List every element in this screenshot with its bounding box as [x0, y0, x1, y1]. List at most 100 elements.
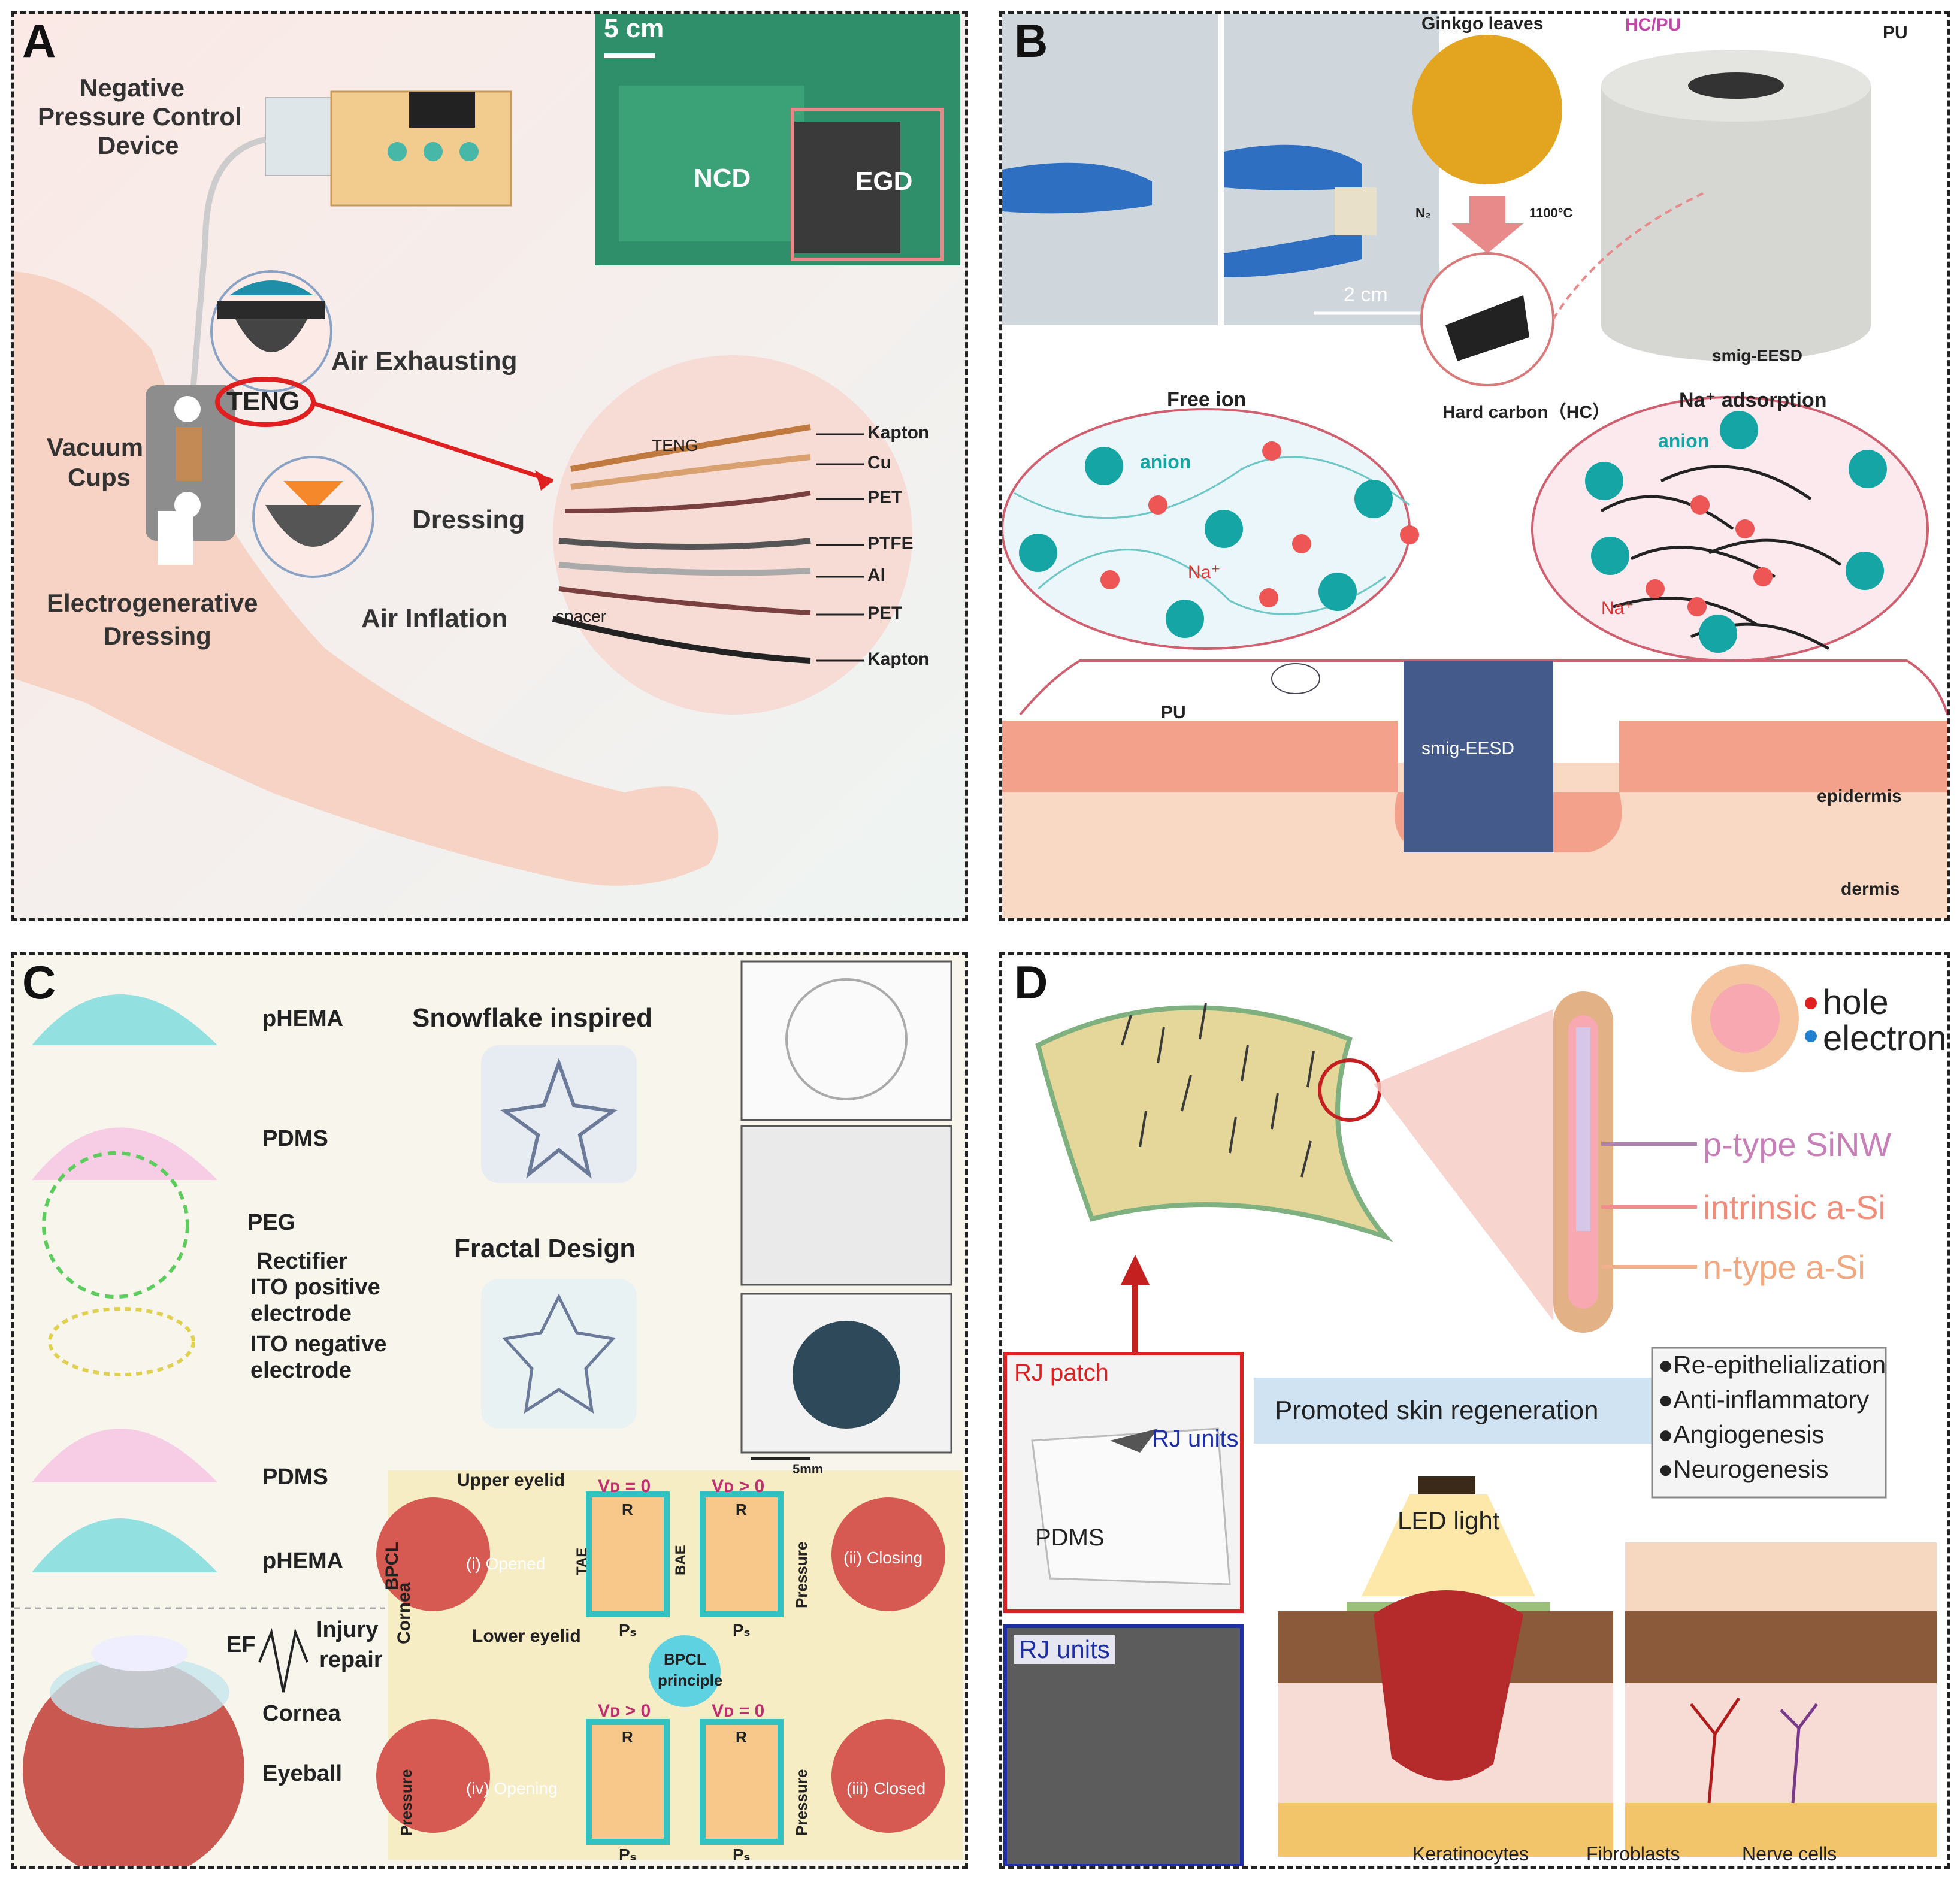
vd-pos-1: Vᴅ > 0: [712, 1476, 765, 1496]
layer-pet-1: PET: [867, 488, 903, 507]
pressure-3: Pressure: [397, 1769, 415, 1836]
state-opening: (iv) Opening: [466, 1779, 558, 1798]
injury-label-2: repair: [319, 1647, 383, 1672]
skin-fat-left: [1278, 1803, 1613, 1857]
principle-cycle: [649, 1635, 721, 1707]
layer-rectifier: Rectifier: [256, 1249, 348, 1274]
circuit-4: [700, 1719, 784, 1845]
layer-ptfe: PTFE: [867, 534, 914, 553]
promoted-arrow: [1254, 1378, 1775, 1444]
ginkgo-label: Ginkgo leaves: [1421, 14, 1544, 34]
layer-ito-positive: ITO positive: [250, 1275, 380, 1300]
teng-layers-detail: [553, 355, 912, 715]
epidermis-label: epidermis: [1817, 786, 1902, 806]
dressing-label: Dressing: [412, 505, 525, 534]
snowflake-label: Snowflake inspired: [412, 1003, 652, 1033]
smig-eesd-implant: [1404, 661, 1553, 852]
layer-phema-bottom: pHEMA: [262, 1548, 344, 1574]
ito-ellipse: [48, 1307, 195, 1376]
benefits-box: [1651, 1347, 1887, 1499]
arm-shape: [14, 271, 718, 886]
circuit-2: [700, 1491, 784, 1617]
benefit-2: ●Anti-inflammatory: [1658, 1385, 1870, 1414]
dermis-label: dermis: [1841, 879, 1900, 899]
na-right-label: Na⁺: [1601, 598, 1634, 618]
wound: [1374, 1590, 1523, 1781]
smig-eesd-top-label: smig-EESD: [1712, 346, 1802, 365]
scale-bar-2cm: 2 cm: [1344, 283, 1388, 306]
eye-closed: [831, 1719, 945, 1833]
pdms-label: PDMS: [1035, 1524, 1105, 1551]
eye-closing: [831, 1497, 945, 1611]
pu-top-label: PU: [1883, 23, 1908, 43]
ginkgo-circle: [1412, 35, 1562, 184]
panel-b-illustration: [1002, 14, 1947, 918]
panel-c-letter: C: [22, 956, 56, 1009]
smig-eesd-bottom-label: smig-EESD: [1421, 739, 1515, 758]
fractal-label: Fractal Design: [454, 1234, 636, 1263]
phema-bottom-shape: [32, 1518, 217, 1572]
layer-phema-top: pHEMA: [262, 1006, 344, 1031]
air-exhausting-label: Air Exhausting: [331, 346, 518, 376]
free-ion-label: Free ion: [1167, 388, 1247, 411]
electrogenerative-line1: Electrogenerative: [47, 589, 258, 617]
vd-zero-1: Vᴅ = 0: [598, 1476, 651, 1496]
state-closed: (iii) Closed: [846, 1779, 926, 1798]
panel-d-letter: D: [1014, 956, 1048, 1009]
layer-pdms-top: PDMS: [262, 1126, 328, 1151]
air-inflation-label: Air Inflation: [361, 604, 508, 633]
temperature-label: 1100°C: [1529, 205, 1573, 220]
teng-label: TENG: [226, 386, 300, 416]
scale-bar-label: 5 cm: [604, 14, 664, 43]
principle-label-2: principle: [658, 1671, 723, 1689]
nanowires: [1121, 1003, 1315, 1178]
upper-eyelid-label: Upper eyelid: [457, 1470, 565, 1490]
ef-label: EF: [226, 1632, 256, 1657]
layer-cu: Cu: [867, 453, 891, 473]
spacer-label: spacer: [556, 607, 607, 625]
peg-ring: [42, 1151, 189, 1299]
pressure-2: Pressure: [793, 1769, 810, 1836]
nanowire-sheet: [1035, 1005, 1393, 1242]
electrogenerative-line2: Dressing: [104, 622, 211, 650]
benefit-3: ●Angiogenesis: [1658, 1420, 1825, 1448]
cornea-vertical-label: Cornea: [394, 1582, 414, 1644]
device-title-line1: Negative: [80, 74, 185, 102]
lens-photo-1: [740, 960, 952, 1121]
layer-pdms-bottom: PDMS: [262, 1465, 328, 1490]
lower-eyelid-label: Lower eyelid: [472, 1626, 581, 1646]
panel-d: D hole electron p-type SiNW intrinsic a-…: [999, 952, 1950, 1869]
circuit-1: [586, 1491, 670, 1617]
layer-kapton-bottom: Kapton: [867, 649, 930, 669]
state-opened: (i) Opened: [466, 1554, 546, 1573]
layer-pet-2: PET: [867, 603, 903, 623]
skin-dermis-right: [1625, 1683, 1937, 1803]
fractal-photo: [481, 1279, 637, 1429]
benefit-4: ●Neurogenesis: [1658, 1455, 1829, 1483]
pressure-1: Pressure: [793, 1541, 810, 1608]
tae-label: TAE: [574, 1547, 590, 1575]
ps-4: Pₛ: [733, 1845, 751, 1864]
layer-ito-negative: ITO negative: [250, 1332, 387, 1357]
eye-opened: [376, 1497, 490, 1611]
phema-top-shape: [32, 994, 217, 1045]
ps-3: Pₛ: [619, 1845, 637, 1864]
injury-label-1: Injury: [316, 1617, 379, 1642]
anion-right-label: anion: [1658, 430, 1710, 452]
led-label: LED light: [1398, 1506, 1500, 1535]
electron-label: electron: [1823, 1019, 1947, 1058]
lens-photo-2: [740, 1125, 952, 1286]
intrinsic-label: intrinsic a-Si: [1703, 1188, 1886, 1226]
teng-small-label: TENG: [652, 436, 698, 455]
legend-fibroblasts: Fibroblasts: [1586, 1843, 1680, 1865]
epidermis-layer: [1002, 721, 1947, 852]
panel-d-illustration: [1003, 964, 1937, 1866]
skin-fat-right: [1625, 1803, 1937, 1857]
anion-icons-left: [1019, 447, 1393, 638]
panel-c-illustration: [14, 960, 963, 1866]
circuit-3: [586, 1719, 670, 1845]
resistor-3: R: [622, 1728, 633, 1746]
device-title-line3: Device: [98, 131, 179, 159]
panel-a: A 5 cm Negative Pressure Control Device …: [11, 11, 968, 921]
principle-label-1: BPCL: [664, 1650, 706, 1668]
